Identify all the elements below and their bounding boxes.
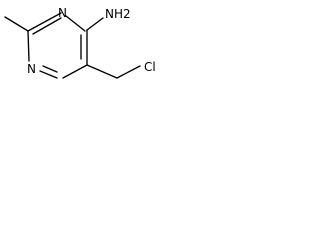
bond-c2-n-top-inner (32, 17, 62, 35)
bond-n-top-c4 (65, 15, 86, 32)
amine-label: NH2 (105, 7, 131, 21)
bond-c2-n-top (27, 12, 62, 32)
ring-nitrogen-top-label: N (58, 6, 67, 20)
bond-n-left-c2 (27, 30, 30, 62)
bond-ch2-cl (116, 65, 141, 79)
bond-methyl (4, 16, 29, 32)
bond-c6-n-left (39, 70, 58, 79)
bond-c6-n-left-inner (42, 65, 58, 73)
molecule-svg: N N NH2 Cl (4, 6, 156, 79)
bond-c5-c6 (62, 64, 88, 79)
chlorine-label: Cl (144, 60, 156, 74)
structure-diagram: N N NH2 Cl (0, 0, 188, 94)
bond-c4-amine (86, 17, 104, 31)
ring-nitrogen-left-label: N (27, 62, 36, 76)
bond-c5-ch2 (86, 64, 118, 79)
